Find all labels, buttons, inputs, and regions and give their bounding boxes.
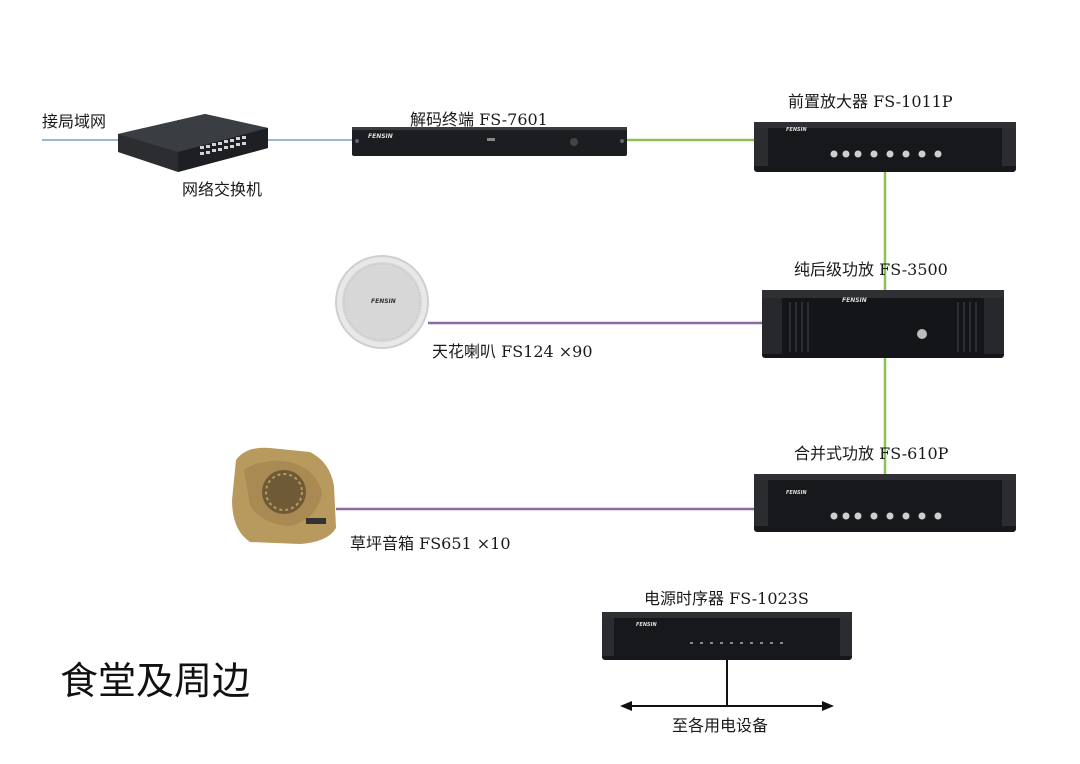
to-devices-label: 至各用电设备 bbox=[672, 716, 769, 735]
arrow-left-icon bbox=[620, 701, 632, 711]
sequencer-label: 电源时序器 FS-1023S bbox=[644, 589, 809, 608]
lawn-speaker-label: 草坪音箱 FS651 ×10 bbox=[350, 534, 511, 553]
svg-text:FENSIN: FENSIN bbox=[786, 490, 807, 496]
mixer-amp-device: FENSIN bbox=[754, 474, 1016, 532]
ceiling-speaker-label: 天花喇叭 FS124 ×90 bbox=[432, 342, 593, 361]
page-title: 食堂及周边 bbox=[60, 659, 251, 703]
power-amp-device: FENSIN bbox=[762, 290, 1004, 358]
lawn-speaker-device bbox=[232, 447, 336, 544]
sequencer-device: FENSIN bbox=[602, 612, 852, 660]
ceiling-speaker-device: FENSIN bbox=[335, 255, 429, 349]
decoder-device: FENSIN bbox=[352, 127, 627, 156]
svg-text:FENSIN: FENSIN bbox=[636, 622, 657, 628]
decoder-label: 解码终端 FS-7601 bbox=[410, 110, 548, 129]
preamp-label: 前置放大器 FS-1011P bbox=[788, 92, 953, 111]
svg-text:FENSIN: FENSIN bbox=[786, 127, 807, 133]
power-amp-label: 纯后级功放 FS-3500 bbox=[794, 260, 948, 279]
svg-text:FENSIN: FENSIN bbox=[371, 298, 396, 305]
svg-text:FENSIN: FENSIN bbox=[842, 297, 867, 304]
lan-label: 接局域网 bbox=[42, 112, 107, 131]
network-switch-device bbox=[118, 114, 268, 172]
decoder-brand: FENSIN bbox=[368, 133, 393, 140]
switch-label: 网络交换机 bbox=[182, 180, 263, 199]
mixer-amp-label: 合并式功放 FS-610P bbox=[794, 444, 949, 463]
arrow-right-icon bbox=[822, 701, 834, 711]
preamp-device: FENSIN bbox=[754, 122, 1016, 172]
